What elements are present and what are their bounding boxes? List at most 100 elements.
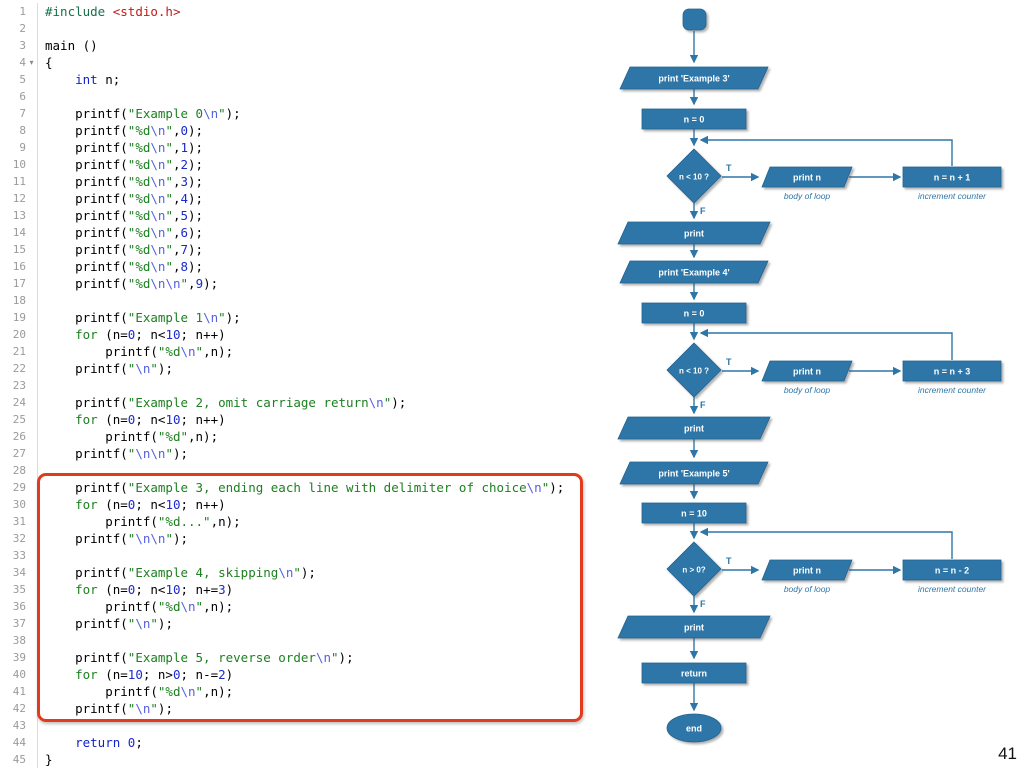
gutter-spacer bbox=[26, 20, 38, 37]
false-branch-label: F bbox=[700, 206, 706, 216]
node-label: n = 10 bbox=[681, 509, 707, 519]
node-label: n = n + 1 bbox=[934, 173, 971, 183]
code-text: printf("%d\n",1); bbox=[45, 140, 204, 155]
gutter-spacer bbox=[26, 394, 38, 411]
line-number: 27 bbox=[12, 447, 26, 460]
line-number: 17 bbox=[12, 277, 26, 290]
node-label: print n bbox=[793, 367, 821, 377]
line-number: 18 bbox=[12, 294, 26, 307]
code-line: 29 printf("Example 3, ending each line w… bbox=[0, 479, 600, 496]
flowchart-node-cond2 bbox=[666, 342, 722, 398]
node-label: n = 0 bbox=[684, 115, 705, 125]
increment-counter-note: increment counter bbox=[918, 385, 987, 395]
node-label: n < 10 ? bbox=[679, 367, 709, 376]
gutter-spacer bbox=[26, 156, 38, 173]
code-text: printf("Example 1\n"); bbox=[45, 310, 241, 325]
gutter-spacer bbox=[26, 88, 38, 105]
line-number: 6 bbox=[19, 90, 26, 103]
node-label: print 'Example 4' bbox=[658, 268, 729, 278]
gutter-spacer bbox=[26, 343, 38, 360]
code-text bbox=[38, 632, 45, 649]
node-label: n = n - 2 bbox=[935, 566, 969, 576]
code-text: printf("%d\n",n); bbox=[45, 344, 234, 359]
node-label: print n bbox=[793, 566, 821, 576]
line-number: 5 bbox=[19, 73, 26, 86]
node-label: print bbox=[684, 424, 704, 434]
code-line: 18 bbox=[0, 292, 600, 309]
code-line: 9 printf("%d\n",1); bbox=[0, 139, 600, 156]
line-number: 29 bbox=[12, 481, 26, 494]
code-text: return 0; bbox=[75, 735, 143, 750]
line-number: 33 bbox=[12, 549, 26, 562]
code-line: 35 for (n=0; n<10; n+=3) bbox=[0, 581, 600, 598]
gutter-spacer bbox=[26, 428, 38, 445]
code-line: 27 printf("\n\n"); bbox=[0, 445, 600, 462]
line-number: 31 bbox=[12, 515, 26, 528]
code-text: printf("Example 4, skipping\n"); bbox=[45, 565, 316, 580]
code-text bbox=[38, 377, 45, 394]
gutter-spacer bbox=[26, 411, 38, 428]
code-text: printf("\n"); bbox=[45, 616, 173, 631]
flowchart-node-start bbox=[682, 8, 707, 31]
node-label: n < 10 ? bbox=[679, 173, 709, 182]
gutter-spacer bbox=[26, 615, 38, 632]
line-number: 4 bbox=[19, 56, 26, 69]
flowchart-node-inc2 bbox=[902, 360, 1002, 382]
line-number: 14 bbox=[12, 226, 26, 239]
line-number: 36 bbox=[12, 600, 26, 613]
gutter-spacer bbox=[26, 71, 38, 88]
flowchart-node-print1 bbox=[617, 221, 771, 245]
node-label: n > 0? bbox=[682, 566, 705, 575]
line-number: 28 bbox=[12, 464, 26, 477]
code-line: 28 bbox=[0, 462, 600, 479]
gutter-spacer bbox=[26, 445, 38, 462]
body-of-loop-note: body of loop bbox=[784, 385, 831, 395]
gutter-spacer bbox=[26, 751, 38, 768]
line-number: 20 bbox=[12, 328, 26, 341]
code-line: 36 printf("%d\n",n); bbox=[0, 598, 600, 615]
code-text: { bbox=[45, 55, 53, 70]
gutter-spacer bbox=[26, 37, 38, 54]
code-text: printf("Example 5, reverse order\n"); bbox=[45, 650, 354, 665]
flowchart-node-print-n1 bbox=[761, 166, 853, 188]
code-line: 45} bbox=[0, 751, 600, 768]
code-text: printf("%d\n",6); bbox=[45, 225, 204, 240]
code-text: printf("%d...",n); bbox=[45, 514, 241, 529]
node-label: print 'Example 5' bbox=[658, 469, 729, 479]
gutter-spacer bbox=[26, 258, 38, 275]
gutter-spacer bbox=[26, 224, 38, 241]
gutter-spacer bbox=[26, 717, 38, 734]
flowchart: print 'Example 3' n = 0 n < 10 ? print n… bbox=[617, 8, 1002, 743]
gutter-spacer bbox=[26, 547, 38, 564]
line-number: 32 bbox=[12, 532, 26, 545]
gutter-spacer bbox=[26, 462, 38, 479]
code-line: 30 for (n=0; n<10; n++) bbox=[0, 496, 600, 513]
gutter-spacer bbox=[26, 734, 38, 751]
node-label: n = n + 3 bbox=[934, 367, 971, 377]
code-text: printf("%d\n",3); bbox=[45, 174, 204, 189]
code-line: 34 printf("Example 4, skipping\n"); bbox=[0, 564, 600, 581]
line-number: 16 bbox=[12, 260, 26, 273]
flowchart-node-cond1 bbox=[666, 148, 722, 204]
code-text bbox=[38, 547, 45, 564]
false-branch-label: F bbox=[700, 400, 706, 410]
code-line: 2 bbox=[0, 20, 600, 37]
flowchart-node-print-example3 bbox=[619, 66, 769, 90]
code-line: 21 printf("%d\n",n); bbox=[0, 343, 600, 360]
line-number: 1 bbox=[19, 5, 26, 18]
code-text: printf("%d\n\n",9); bbox=[45, 276, 219, 291]
code-line: 24 printf("Example 2, omit carriage retu… bbox=[0, 394, 600, 411]
code-text: printf("%d\n",4); bbox=[45, 191, 204, 206]
code-line: 42 printf("\n"); bbox=[0, 700, 600, 717]
code-text: #include <stdio.h> bbox=[45, 4, 181, 19]
gutter-spacer bbox=[26, 377, 38, 394]
line-number: 22 bbox=[12, 362, 26, 375]
code-line: 11 printf("%d\n",3); bbox=[0, 173, 600, 190]
gutter-spacer bbox=[26, 530, 38, 547]
flowchart-node-inc3 bbox=[902, 559, 1002, 581]
code-line: 25 for (n=0; n<10; n++) bbox=[0, 411, 600, 428]
flowchart-node-print-n2 bbox=[761, 360, 853, 382]
line-number: 13 bbox=[12, 209, 26, 222]
